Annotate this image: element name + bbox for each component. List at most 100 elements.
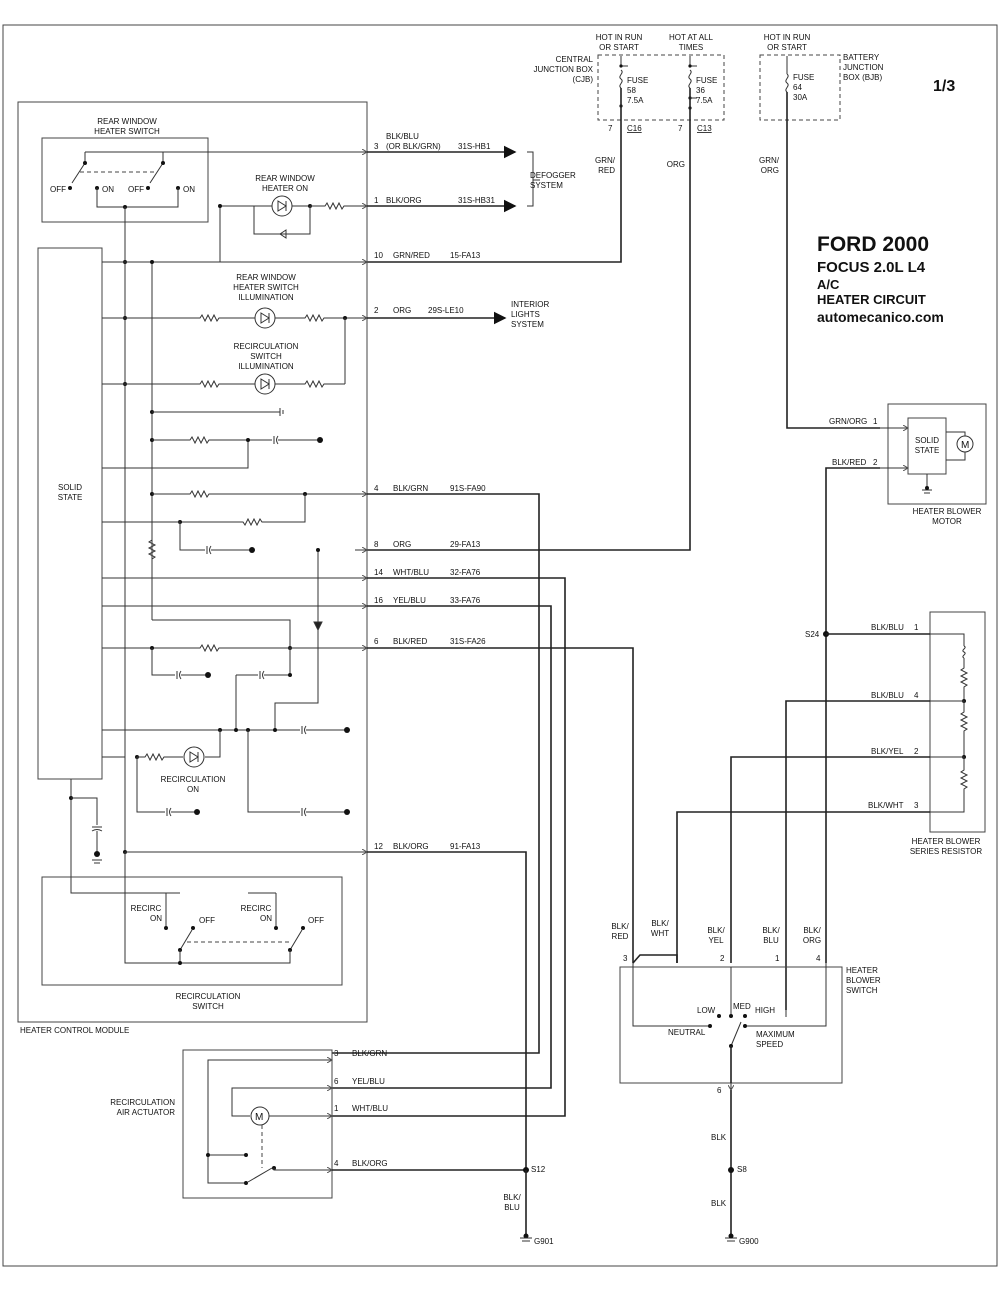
pos-high: HIGH <box>755 1006 775 1015</box>
circuit-6-code: 31S-FA26 <box>450 637 486 646</box>
title-make: FORD 2000 <box>817 233 929 256</box>
pin-2-label: 2 <box>374 306 379 315</box>
circuit-16-color: YEL/BLU <box>393 596 426 605</box>
wire-org-label: ORG <box>667 160 685 169</box>
circuit-16-code: 33-FA76 <box>450 596 481 605</box>
page-label: 1/3 <box>933 78 955 95</box>
module-label: HEATER CONTROL MODULE <box>20 1026 129 1035</box>
wire-grn-org-label: GRN/ORG <box>759 156 780 175</box>
blower-switch-pin6: 6 <box>717 1086 722 1095</box>
switch-off-1: OFF <box>50 185 66 194</box>
splice-s8: S8 <box>737 1165 747 1174</box>
resistor-row1-pin: 1 <box>914 623 919 632</box>
pin-10-label: 10 <box>374 251 383 260</box>
blower-motor-symbol: M <box>961 440 969 451</box>
ground-g900: G900 <box>739 1237 759 1246</box>
solid-state-block <box>37 247 103 780</box>
recirculation-on-led-icon <box>183 746 205 768</box>
blower-pin1-color: GRN/ORG <box>829 417 867 426</box>
connector-c13: C13 <box>697 124 712 133</box>
circuit-6-color: BLK/RED <box>393 637 427 646</box>
resistor-row3-pin: 2 <box>914 747 919 756</box>
wire-grn-red-label: GRN/RED <box>595 156 616 175</box>
fuse58-icon <box>619 69 623 89</box>
circuit-14-code: 32-FA76 <box>450 568 481 577</box>
blower-pin2-color: BLK/RED <box>832 458 866 467</box>
circuit-12-code: 91-FA13 <box>450 842 481 851</box>
wire-blk-blu-label: BLK/BLU <box>762 926 780 945</box>
wire-blk-red-label: BLK/RED <box>611 922 629 941</box>
off-4: OFF <box>308 916 324 925</box>
resistor-row4-pin: 3 <box>914 801 919 810</box>
resistor-row2-pin: 4 <box>914 691 919 700</box>
actuator-pin4: 4 <box>334 1159 339 1168</box>
pin-3-label: 3 <box>374 142 379 151</box>
actuator-pin1: 1 <box>334 1104 339 1113</box>
recirculation-switch-box <box>41 876 343 986</box>
switch-on-1: ON <box>102 185 114 194</box>
circuit-4-code: 91S-FA90 <box>450 484 486 493</box>
actuator-pin6: 6 <box>334 1077 339 1086</box>
circuit-3-code: 31S-HB1 <box>458 142 491 151</box>
pin-8-label: 8 <box>374 540 379 549</box>
fuse36-icon <box>688 69 692 89</box>
pos-low: LOW <box>697 1006 716 1015</box>
circuit-12-color: BLK/ORG <box>393 842 429 851</box>
circuit-14-color: WHT/BLU <box>393 568 429 577</box>
resistor-row2-color: BLK/BLU <box>871 691 904 700</box>
circuit-2-color: ORG <box>393 306 411 315</box>
title-site: automecanico.com <box>817 309 944 325</box>
actuator-motor-symbol: M <box>255 1112 263 1123</box>
blower-switch-pin1: 1 <box>775 954 780 963</box>
circuit-3-color: BLK/BLU <box>386 132 419 141</box>
blower-pin1: 1 <box>873 417 878 426</box>
actuator-pin4-color: BLK/ORG <box>352 1159 388 1168</box>
pin-12-label: 12 <box>374 842 383 851</box>
rw-switch-illum-led-icon <box>254 307 276 329</box>
actuator-pin1-color: WHT/BLU <box>352 1104 388 1113</box>
circuit-8-code: 29-FA13 <box>450 540 481 549</box>
actuator-pin3-color: BLK/GRN <box>352 1049 387 1058</box>
connector-c16: C16 <box>627 124 642 133</box>
resistor-row1-color: BLK/BLU <box>871 623 904 632</box>
pin-1-label: 1 <box>374 196 379 205</box>
circuit-10-color: GRN/RED <box>393 251 430 260</box>
pin-6-label: 6 <box>374 637 379 646</box>
cjb-box <box>597 54 725 121</box>
pos-med: MED <box>733 1002 751 1011</box>
resistor-row4-color: BLK/WHT <box>868 801 904 810</box>
resistor-row3-color: BLK/YEL <box>871 747 904 756</box>
splice-s24: S24 <box>805 630 820 639</box>
module-box <box>17 101 368 1023</box>
wire-blk-wht-label: BLK/WHT <box>651 919 670 938</box>
splice-s12: S12 <box>531 1165 546 1174</box>
rear-window-heater-on-led-icon <box>271 195 293 217</box>
actuator-pin6-color: YEL/BLU <box>352 1077 385 1086</box>
blower-pin2: 2 <box>873 458 878 467</box>
wire-blk-org-label: BLK/ORG <box>803 926 822 945</box>
title-block: 1/3 FORD 2000 FOCUS 2.0L L4 A/C HEATER C… <box>817 78 955 325</box>
circuit-8-color: ORG <box>393 540 411 549</box>
ground-g901-icon <box>520 1237 532 1242</box>
cjb-pin-7b: 7 <box>678 124 683 133</box>
hcm-connector-wires: 3 BLK/BLU (OR BLK/GRN) 31S-HB1 1 BLK/ORG… <box>332 132 634 1170</box>
wire-blk-blu-ground: BLK/BLU <box>503 1193 521 1212</box>
actuator-box <box>182 1049 333 1199</box>
wire-blk-yel-label: BLK/YEL <box>707 926 725 945</box>
